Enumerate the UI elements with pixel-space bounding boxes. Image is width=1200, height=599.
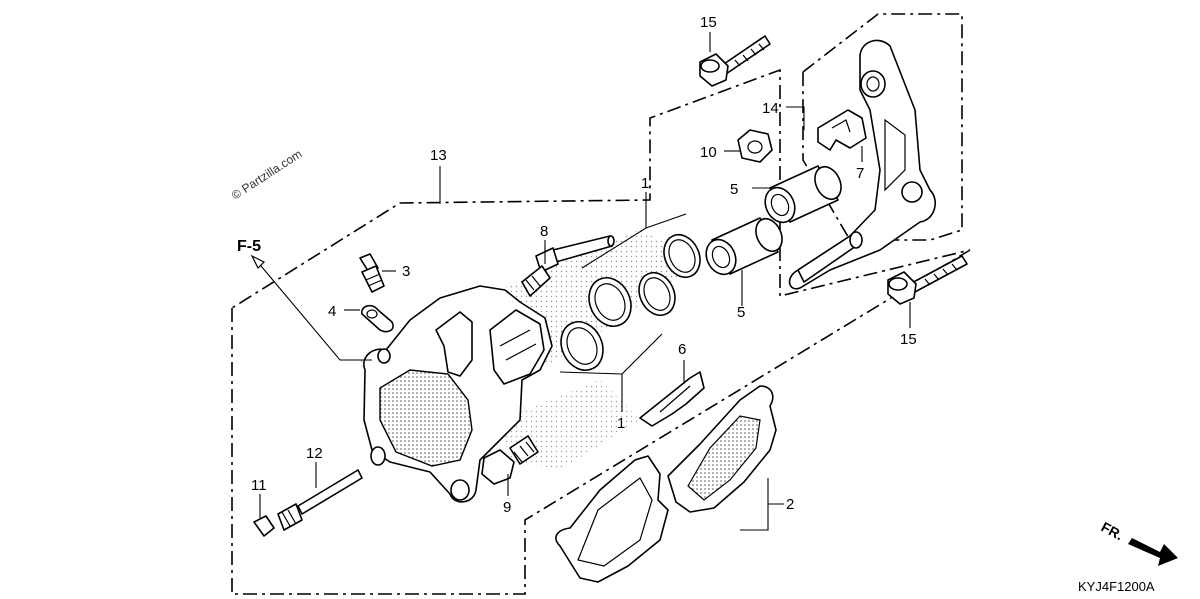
bleeder-valve [359, 253, 385, 293]
diagram-code: KYJ4F1200A [1078, 579, 1155, 594]
caliper-bracket [788, 39, 936, 290]
front-direction-label: FR. [1099, 519, 1126, 544]
reference-arrowhead [250, 254, 266, 270]
leader-1-bottom [559, 333, 663, 412]
callout-5-top: 5 [730, 181, 738, 198]
reference-arrow [255, 259, 372, 361]
callout-6: 6 [678, 341, 686, 358]
callout-8: 8 [540, 223, 548, 240]
caliper-assembly-outline [231, 68, 971, 595]
leader-1-top [581, 192, 687, 269]
pin-plug [253, 515, 275, 537]
callout-7: 7 [856, 165, 864, 182]
callout-11: 11 [251, 477, 267, 494]
leader-14 [786, 106, 805, 130]
callout-13: 13 [430, 147, 447, 164]
callout-15-top: 15 [700, 14, 717, 31]
callout-1-top: 1 [641, 175, 649, 192]
mounting-bolt [481, 435, 539, 485]
leader-2 [740, 478, 784, 531]
caliper-body [363, 285, 553, 503]
callout-5-bottom: 5 [737, 304, 745, 321]
bolt-top [699, 35, 771, 87]
piston-upper [764, 165, 842, 224]
front-arrow-icon [1128, 538, 1178, 566]
callout-10: 10 [700, 144, 717, 161]
pad-spring-clip [817, 109, 867, 151]
callout-4: 4 [328, 303, 336, 320]
bracket-assembly-outline [802, 13, 963, 241]
reference-label: F-5 [237, 238, 261, 255]
front-direction-indicator: FR. [1099, 519, 1178, 566]
callout-1-bottom: 1 [617, 415, 625, 432]
callout-15-bottom: 15 [900, 331, 917, 348]
watermark: © Partzilla.com [229, 147, 304, 203]
callout-9: 9 [503, 499, 511, 516]
caliper-pin [521, 235, 615, 297]
nut [737, 129, 773, 163]
slide-pin [277, 469, 363, 531]
brake-pad-inner [555, 455, 669, 583]
piston-lower [705, 217, 783, 276]
piston-seals [560, 234, 701, 371]
callout-14: 14 [762, 100, 779, 117]
bleeder-cap [361, 304, 394, 333]
bolt-bottom [887, 255, 968, 305]
callout-3: 3 [402, 263, 410, 280]
leader-5 [741, 187, 770, 306]
brake-pad-outer [667, 385, 777, 513]
callout-12: 12 [306, 445, 323, 462]
pad-spring [639, 371, 705, 427]
callout-2: 2 [786, 496, 794, 513]
